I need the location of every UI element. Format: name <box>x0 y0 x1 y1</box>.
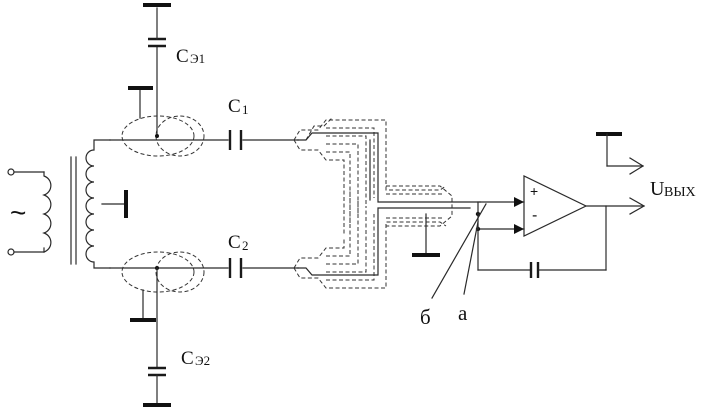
ce1-label: С <box>176 46 189 67</box>
feedback-capacitor <box>477 205 607 278</box>
upper-shield-ellipses <box>121 115 205 157</box>
ac-source-symbol: ~ <box>10 197 26 228</box>
ce1-sub-label: Э1 <box>190 51 205 66</box>
lower-left-ground <box>130 289 156 322</box>
cable-conductors <box>297 132 481 276</box>
point-a-label: а <box>458 301 468 325</box>
opamp-minus-label: - <box>532 207 537 224</box>
shielded-cable <box>293 117 453 289</box>
lower-shield-ellipses <box>121 251 205 293</box>
capacitor-ce1 <box>143 3 171 138</box>
upper-left-ground <box>128 86 153 119</box>
c1-sub-label: 1 <box>242 102 249 117</box>
opamp-inputs <box>475 197 525 271</box>
output-line <box>585 197 646 215</box>
center-tap-ground <box>101 190 128 218</box>
c2-sub-label: 2 <box>242 238 249 253</box>
c1-label: С <box>228 96 241 117</box>
input-terminal-bottom <box>7 248 45 256</box>
c2-label: С <box>228 232 241 253</box>
opamp: + - <box>523 175 588 237</box>
uout-sub-label: ВЫХ <box>664 185 696 200</box>
uout-label: U <box>650 178 665 200</box>
ce2-sub-label: Э2 <box>195 353 210 368</box>
input-terminal-top <box>7 168 45 176</box>
pointer-lines <box>431 203 487 299</box>
output-ground <box>596 132 645 175</box>
opamp-plus-label: + <box>530 183 538 199</box>
ce2-label: С <box>181 348 194 369</box>
cable-ground <box>412 213 440 257</box>
capacitor-c1 <box>228 130 243 150</box>
primary-winding <box>42 171 52 253</box>
capacitor-c2 <box>228 258 243 278</box>
capacitor-ce2 <box>143 266 171 407</box>
secondary-winding <box>85 139 111 269</box>
point-b-label: б <box>420 305 431 329</box>
transformer-core <box>70 156 77 265</box>
